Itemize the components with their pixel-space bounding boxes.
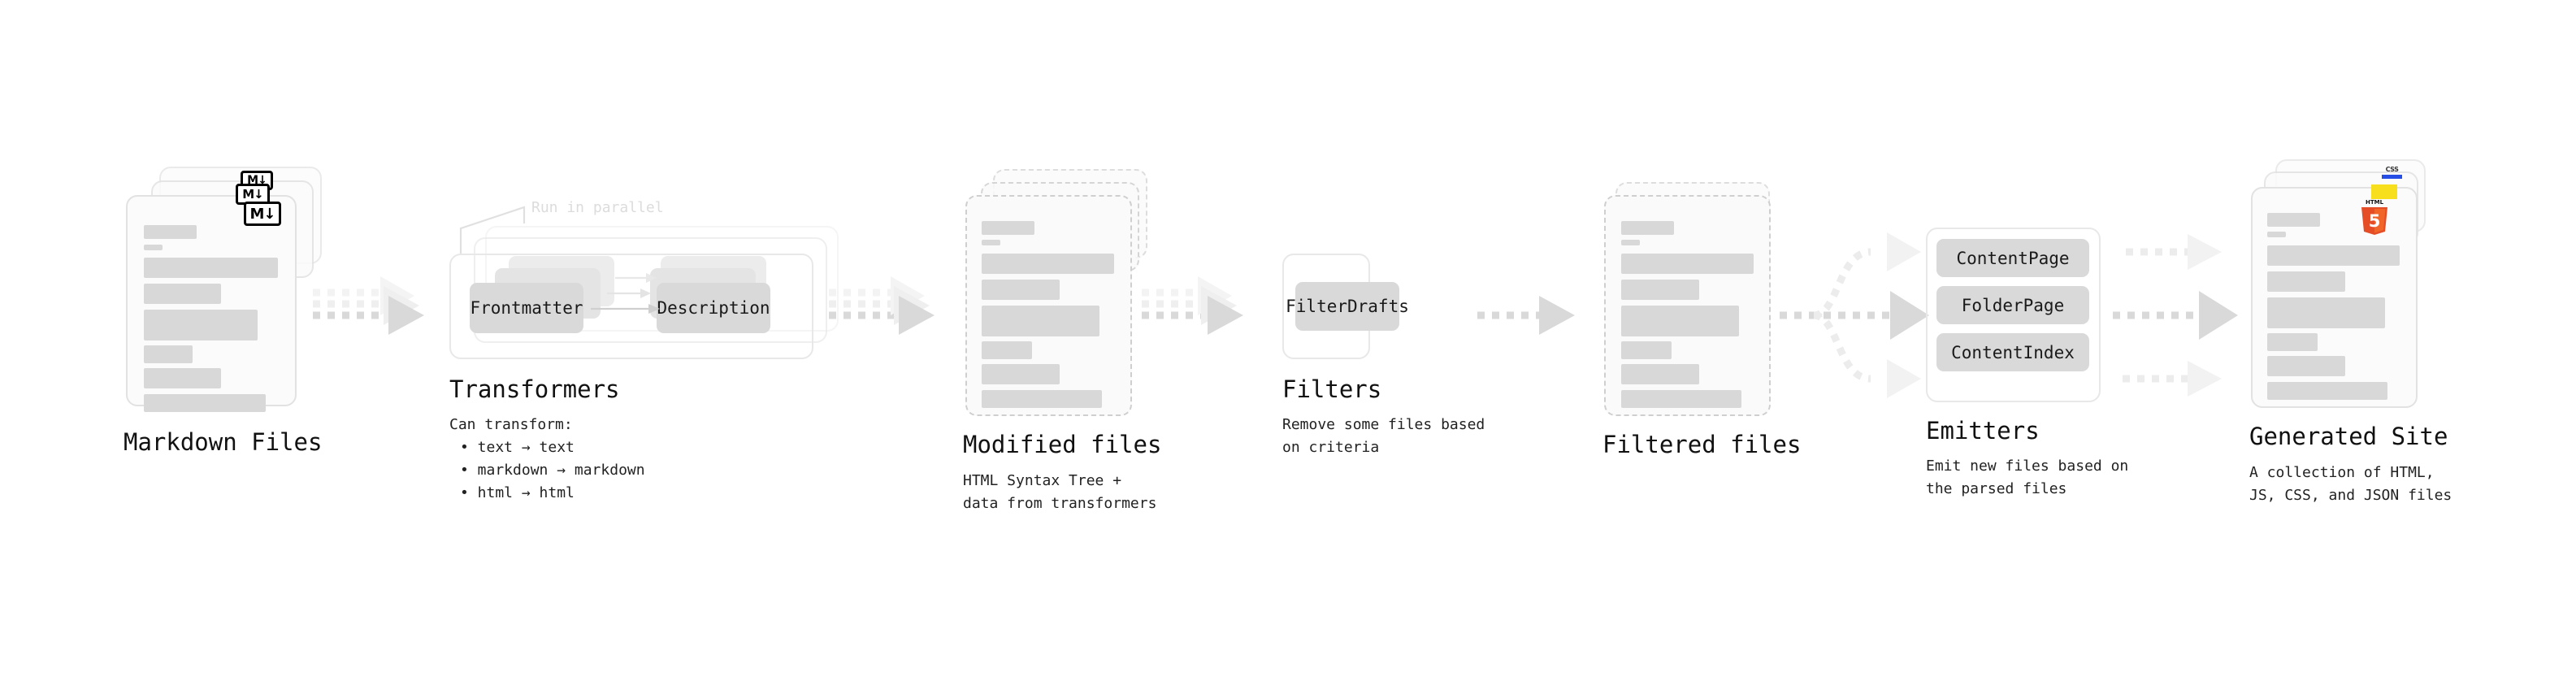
filtered-files-heading: Filtered files <box>1602 431 1802 458</box>
emitters-subtitle: Emit new files based on the parsed files <box>1926 458 2129 497</box>
transformers-bullet-2: • markdown → markdown <box>460 462 645 479</box>
skeleton-line-3 <box>144 310 258 340</box>
skeleton-line-6 <box>144 394 266 412</box>
filter-pill-filterdrafts-label: FilterDrafts <box>1286 297 1409 316</box>
markdown-icon-letter: M <box>249 205 264 223</box>
skeleton-title <box>144 225 197 239</box>
filters-heading: Filters <box>1282 375 1382 403</box>
skeleton-line-4 <box>982 341 1032 359</box>
skeleton-title <box>2267 213 2320 227</box>
filters-subtitle: Remove some files based on criteria <box>1282 416 1485 456</box>
modified-files-subtitle: HTML Syntax Tree + data from transformer… <box>963 472 1157 512</box>
markdown-icon-front: M↓ <box>244 202 281 226</box>
generated-site-subtitle: A collection of HTML, JS, CSS, and JSON … <box>2249 464 2452 504</box>
skeleton-tiny <box>2267 232 2286 237</box>
transformer-pill-frontmatter-label: Frontmatter <box>470 298 583 318</box>
skeleton-line-4 <box>1621 341 1672 359</box>
skeleton-line-6 <box>1621 390 1741 408</box>
skeleton-title <box>982 221 1034 235</box>
emitter-pill-contentpage-label: ContentPage <box>1956 248 2070 268</box>
skeleton-line-6 <box>2267 382 2387 400</box>
transformer-pill-description-label: Description <box>657 298 770 318</box>
skeleton-line-2 <box>1621 280 1699 300</box>
skeleton-line-3 <box>982 306 1099 336</box>
emitter-pill-contentpage[interactable]: ContentPage <box>1936 239 2089 277</box>
emitter-pill-contentindex[interactable]: ContentIndex <box>1936 333 2089 371</box>
skeleton-line-2 <box>144 284 221 304</box>
skeleton-line-1 <box>2267 245 2400 266</box>
transformer-pill-description[interactable]: Description <box>657 283 770 333</box>
skeleton-title <box>1621 221 1674 235</box>
html5-icon-label: HTML <box>2366 199 2384 206</box>
skeleton-line-5 <box>2267 356 2345 376</box>
skeleton-line-2 <box>982 280 1060 300</box>
filter-pill-filterdrafts[interactable]: FilterDrafts <box>1286 282 1409 331</box>
transformers-bullet-1: • text → text <box>460 439 575 456</box>
skeleton-line-5 <box>1621 364 1699 384</box>
transformers-heading: Transformers <box>449 375 620 403</box>
emitter-pill-folderpage-label: FolderPage <box>1961 295 2065 315</box>
markdown-files-heading: Markdown Files <box>124 428 323 456</box>
skeleton-line-6 <box>982 390 1102 408</box>
css-icon: CSS <box>2382 166 2402 179</box>
markdown-icon-arrow: ↓ <box>263 205 275 223</box>
skeleton-line-1 <box>982 254 1114 274</box>
html5-icon: HTML 5 <box>2361 199 2387 235</box>
modified-files-heading: Modified files <box>963 431 1162 458</box>
run-in-parallel-label: Run in parallel <box>531 199 664 216</box>
skeleton-line-5 <box>144 368 221 388</box>
skeleton-line-4 <box>2267 333 2318 351</box>
skeleton-tiny <box>982 240 1000 245</box>
transformer-pill-frontmatter[interactable]: Frontmatter <box>470 283 583 333</box>
skeleton-line-1 <box>1621 254 1754 274</box>
skeleton-tiny <box>1621 240 1640 245</box>
emitters-heading: Emitters <box>1926 417 2040 445</box>
skeleton-line-2 <box>2267 271 2345 292</box>
skeleton-line-4 <box>144 345 193 363</box>
skeleton-tiny <box>144 245 163 250</box>
css-icon-label: CSS <box>2385 166 2399 173</box>
transformers-subtitle: Can transform: <box>449 416 573 433</box>
emitters-box <box>1926 228 2101 402</box>
transformers-bullet-3: • html → html <box>460 484 575 501</box>
emitter-pill-folderpage[interactable]: FolderPage <box>1936 286 2089 324</box>
emitter-pill-contentindex-label: ContentIndex <box>1951 342 2075 362</box>
skeleton-line-3 <box>2267 297 2385 328</box>
skeleton-line-3 <box>1621 306 1739 336</box>
generated-site-heading: Generated Site <box>2249 423 2448 450</box>
transformer-frame-front <box>449 254 813 359</box>
js-icon <box>2371 184 2397 199</box>
skeleton-line-1 <box>144 258 278 278</box>
skeleton-line-5 <box>982 364 1060 384</box>
html5-icon-digit: 5 <box>2369 211 2381 231</box>
